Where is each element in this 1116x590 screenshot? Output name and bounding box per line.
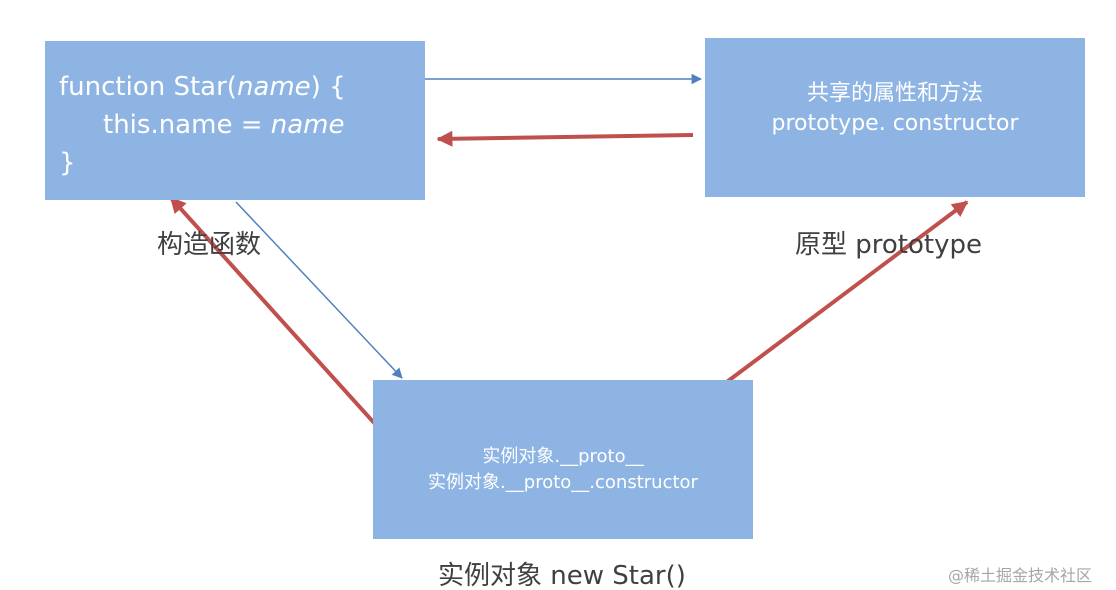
arrow-instance-to-constructor [169, 196, 415, 468]
constructor-signature-line: function Star(name) { [59, 68, 425, 106]
constructor-body-prefix: this.name = [103, 110, 271, 140]
arrow-prototype-to-constructor [436, 130, 694, 147]
instance-box: 实例对象.__proto__ 实例对象.__proto__.constructo… [373, 380, 753, 539]
prototype-caption: 原型 prototype [795, 230, 982, 260]
prototype-constructor-label: prototype. constructor [771, 110, 1019, 136]
constructor-body-line: this.name = name [59, 106, 425, 144]
instance-proto-label: 实例对象.__proto__ [482, 445, 644, 467]
prototype-shared-label: 共享的属性和方法 [806, 80, 983, 106]
watermark-text: @稀土掘金技术社区 [948, 566, 1093, 585]
constructor-body-param: name [270, 110, 345, 140]
constructor-param: name [236, 72, 311, 102]
arrow-constructor-to-instance [235, 201, 403, 379]
constructor-closing-brace: } [59, 148, 76, 178]
constructor-signature-prefix: function Star( [59, 72, 237, 102]
constructor-caption: 构造函数 [157, 230, 262, 260]
instance-proto-constructor-label: 实例对象.__proto__.constructor [428, 471, 698, 493]
prototype-box: 共享的属性和方法 prototype. constructor [705, 38, 1085, 197]
constructor-signature-suffix: ) { [310, 72, 346, 102]
instance-caption: 实例对象 new Star() [438, 561, 686, 590]
constructor-box: function Star(name) { this.name = name } [45, 41, 425, 200]
